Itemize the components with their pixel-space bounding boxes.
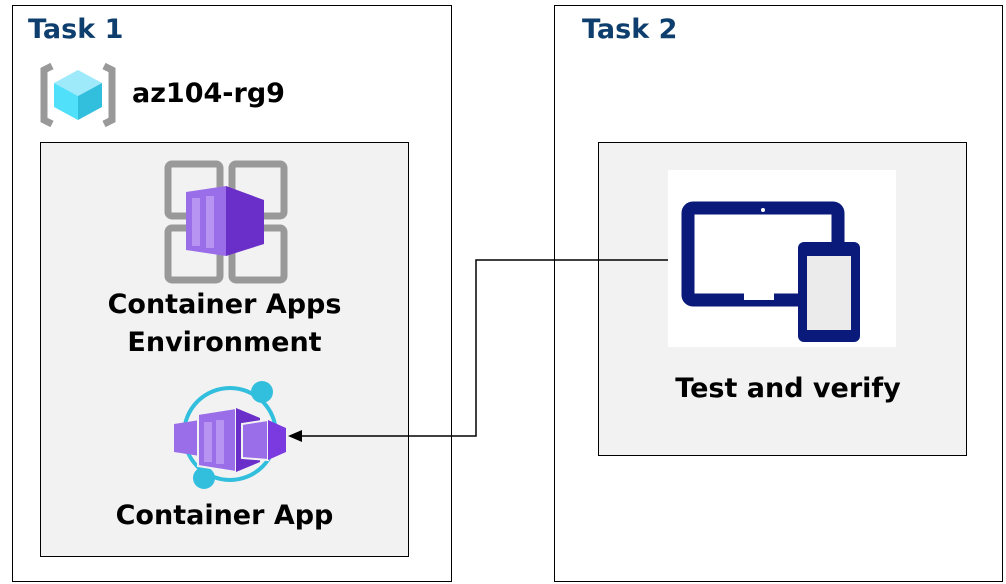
container-app-icon (174, 381, 286, 489)
environment-label-line1: Container Apps (107, 289, 342, 320)
task2-title: Task 2 (582, 14, 678, 45)
environment-label: Container Apps Environment (40, 286, 409, 362)
resource-group-icon (40, 62, 116, 128)
task2-panel (554, 5, 1003, 582)
resource-group-name: az104-rg9 (132, 78, 285, 109)
tablet-phone-icon (681, 201, 860, 342)
test-label: Test and verify (675, 373, 901, 404)
container-app-label: Container App (115, 500, 334, 531)
environment-label-line2: Environment (127, 327, 322, 358)
task1-title: Task 1 (28, 14, 124, 45)
task1-panel (12, 5, 452, 582)
container-apps-environment-icon (164, 160, 288, 284)
